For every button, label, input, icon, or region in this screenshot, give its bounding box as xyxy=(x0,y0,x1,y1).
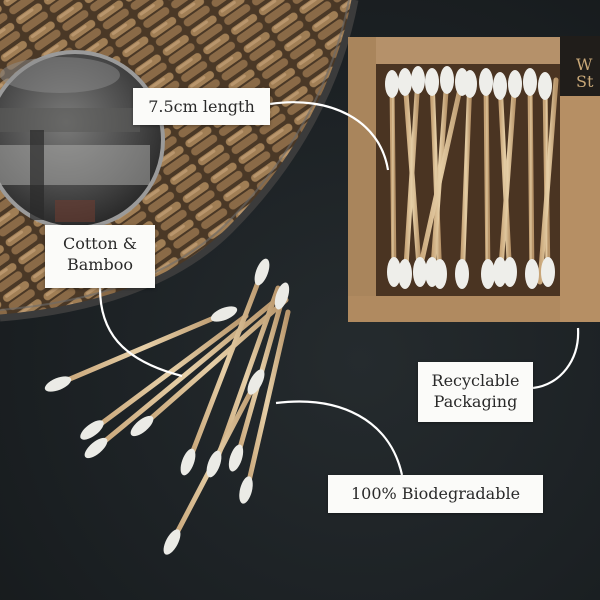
callout-material: Cotton & Bamboo xyxy=(45,225,155,288)
callout-length-text: 7.5cm length xyxy=(148,97,255,116)
callout-packaging: Recyclable Packaging xyxy=(418,362,533,422)
callout-material-line1: Cotton & xyxy=(63,234,137,253)
callout-biodegradable: 100% Biodegradable xyxy=(328,475,543,513)
callout-biodegradable-text: 100% Biodegradable xyxy=(350,484,521,503)
box-brand-panel xyxy=(560,36,600,96)
box-brand-text: W St xyxy=(576,55,594,91)
callout-material-line2: Bamboo xyxy=(67,255,133,274)
callout-length: 7.5cm length xyxy=(133,88,270,125)
callout-lines xyxy=(98,101,580,476)
boxed-swabs xyxy=(385,66,559,289)
callout-packaging-line1: Recyclable xyxy=(431,371,520,390)
loose-swabs xyxy=(44,258,291,555)
glass-dish xyxy=(0,50,165,230)
callout-packaging-line2: Packaging xyxy=(433,392,518,411)
